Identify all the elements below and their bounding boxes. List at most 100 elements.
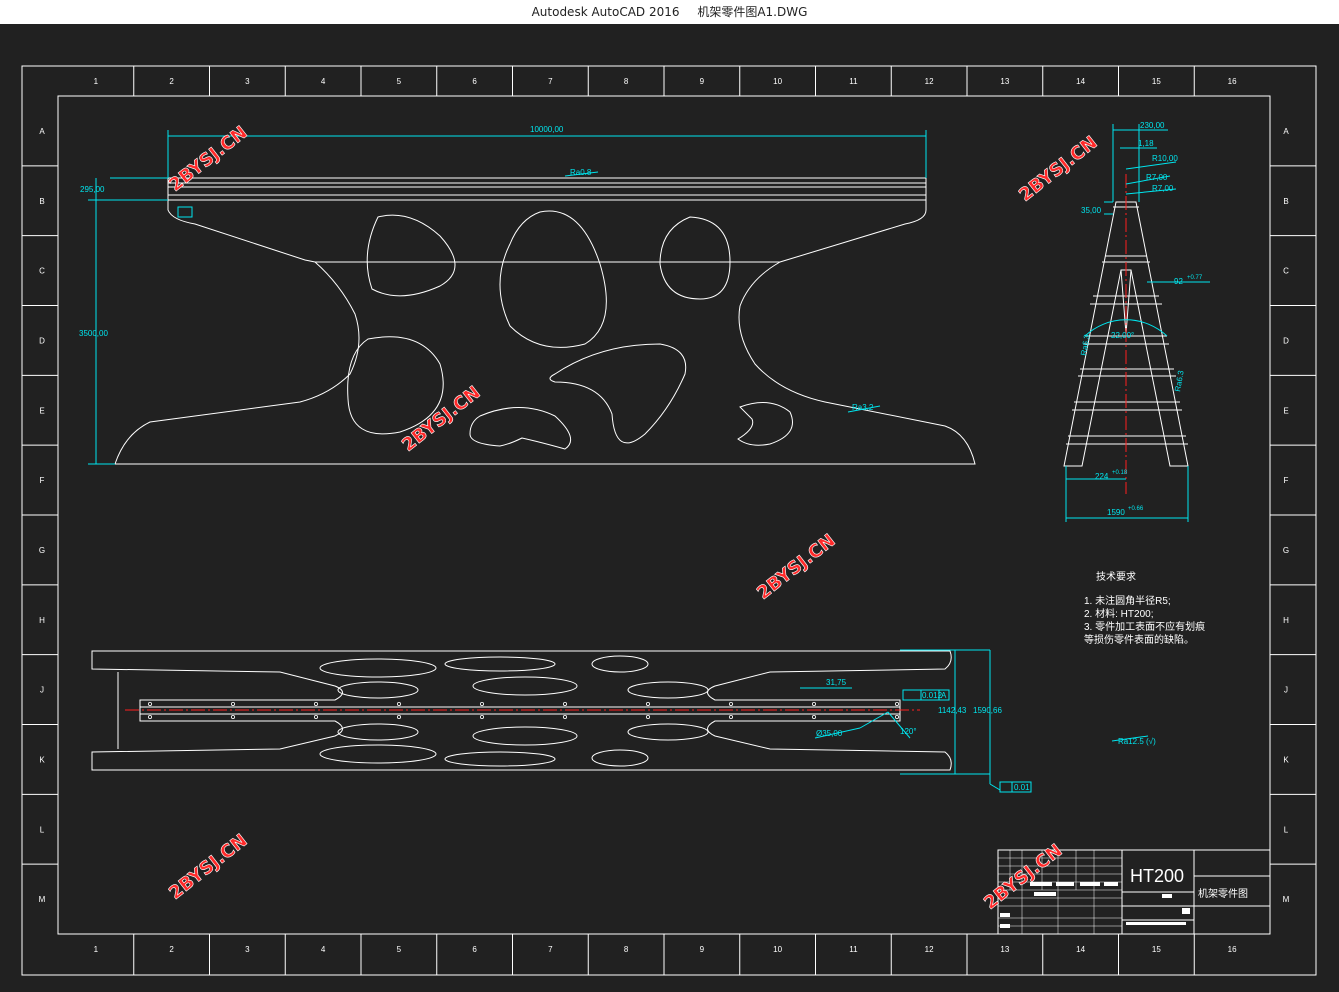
datum-letter-label: A (941, 691, 947, 700)
zone-col-bottom-15: 15 (1152, 945, 1161, 954)
side-view-labels: 230,00 1,18 R10,00 R7,00 R7,00 35,00 92 … (1081, 121, 1203, 517)
dim-1590-tol-label: +0.66 (1128, 506, 1144, 512)
rail-hole (729, 702, 734, 707)
top-view[interactable] (91, 650, 952, 771)
radius-r10-label: R10,00 (1152, 154, 1178, 163)
angle-120-label: 120° (900, 727, 917, 736)
zone-row-left-M: M (39, 895, 46, 904)
cutout-3 (659, 216, 731, 300)
zone-row-right-C: C (1283, 267, 1289, 276)
zone-col-bottom-7: 7 (548, 945, 553, 954)
zone-col-bottom-11: 11 (849, 945, 858, 954)
zone-row-right-L: L (1284, 825, 1289, 834)
tech-item-4: 等损伤零件表面的缺陷。 (1084, 633, 1194, 646)
zone-row-left-F: F (40, 476, 45, 485)
zone-col-bottom-6: 6 (472, 945, 477, 954)
top-cutout-6 (472, 676, 578, 696)
top-cutout-4 (319, 744, 437, 764)
tech-requirements-title: 技术要求 (1096, 570, 1136, 583)
zone-col-top-10: 10 (773, 77, 782, 86)
roughness-right-label: Ra6.3 (1173, 369, 1186, 392)
zone-col-bottom-5: 5 (397, 945, 402, 954)
width-1142-label: 1142,43 (938, 706, 967, 715)
zone-row-right-A: A (1283, 127, 1289, 136)
dim-22-label: 22,00° (1111, 331, 1134, 340)
top-view-outline (91, 650, 952, 771)
zone-col-bottom-12: 12 (925, 945, 934, 954)
top-width-label: 230,00 (1140, 121, 1165, 130)
title-block[interactable] (997, 849, 1271, 935)
zone-col-top-14: 14 (1076, 77, 1085, 86)
cutout-7 (737, 402, 793, 446)
zone-col-top-4: 4 (321, 77, 326, 86)
height-dim-label: 3500,00 (79, 329, 108, 338)
zone-row-right-F: F (1284, 476, 1289, 485)
file-name: 机架零件图A1.DWG (697, 5, 808, 19)
zone-col-top-7: 7 (548, 77, 553, 86)
side-inner-right (1125, 269, 1132, 335)
rail-hole (396, 702, 401, 707)
watermark-1: 2BYSJ.CN (165, 122, 251, 196)
cutout-5 (549, 343, 687, 444)
zone-col-top-6: 6 (472, 77, 477, 86)
zone-markers: 1122334455667788991010111112121313141415… (22, 66, 1316, 975)
top-cutout-12 (591, 749, 649, 767)
title-block-text: HT200 机架零件图 (1130, 866, 1248, 900)
zone-col-bottom-16: 16 (1228, 945, 1237, 954)
zone-col-top-11: 11 (849, 77, 858, 86)
zone-col-bottom-9: 9 (700, 945, 705, 954)
zone-row-left-G: G (39, 546, 45, 555)
zone-row-right-G: G (1283, 546, 1289, 555)
zone-col-bottom-13: 13 (1000, 945, 1009, 954)
top-cutout-8 (444, 751, 556, 767)
zone-row-right-B: B (1283, 197, 1288, 206)
watermark-6: 2BYSJ.CN (980, 840, 1066, 914)
top-cutout-10 (627, 681, 709, 699)
zone-row-right-E: E (1283, 406, 1288, 415)
zone-row-right-D: D (1283, 336, 1289, 345)
inner-border (57, 95, 1271, 935)
zone-col-bottom-1: 1 (94, 945, 99, 954)
rail-hole (396, 715, 401, 720)
app-name: Autodesk AutoCAD 2016 (531, 5, 680, 19)
zone-col-bottom-8: 8 (624, 945, 629, 954)
dim-224-tol-label: +0.18 (1112, 470, 1128, 476)
cad-drawing[interactable]: 1122334455667788991010111112121313141415… (0, 24, 1339, 992)
zone-row-left-L: L (40, 825, 45, 834)
top-cutout-7 (472, 726, 578, 746)
zone-row-right-K: K (1283, 755, 1289, 764)
zone-col-top-8: 8 (624, 77, 629, 86)
rail-hole (230, 702, 235, 707)
watermark-5: 2BYSJ.CN (165, 830, 251, 904)
material-label: HT200 (1130, 866, 1184, 886)
rail-hole (646, 702, 651, 707)
tech-requirements: 技术要求 1. 未注圆角半径R5; 2. 材料: HT200; 3. 零件加工表… (1084, 570, 1205, 646)
side-view[interactable] (1063, 201, 1189, 467)
rail-hole (230, 715, 235, 720)
side-view-dimensions (1065, 124, 1210, 522)
rail-hole (563, 715, 568, 720)
zone-col-top-13: 13 (1000, 77, 1009, 86)
title-block-frame (997, 849, 1271, 935)
rail-hole (895, 702, 900, 707)
rail-hole (729, 715, 734, 720)
dim-92-label: 92 (1174, 277, 1183, 286)
watermark-2: 2BYSJ.CN (1015, 132, 1101, 206)
cutout-1 (366, 214, 456, 297)
side-inner-left (1120, 269, 1127, 335)
dim-224-label: 224 (1095, 472, 1109, 481)
top-rail (167, 177, 927, 201)
rail-hole (563, 702, 568, 707)
top-cutout-11 (627, 723, 709, 741)
zone-row-left-H: H (39, 616, 45, 625)
zone-col-top-5: 5 (397, 77, 402, 86)
title-block-fills (1000, 882, 1190, 928)
rail-hole (646, 715, 651, 720)
rail-hole (479, 715, 484, 720)
front-view[interactable] (114, 177, 976, 465)
dim-1-18-label: 1,18 (1138, 139, 1154, 148)
watermark-4: 2BYSJ.CN (753, 530, 839, 604)
watermarks: 2BYSJ.CN 2BYSJ.CN 2BYSJ.CN 2BYSJ.CN 2BYSJ.CN… (165, 122, 1102, 914)
tech-item-1: 1. 未注圆角半径R5; (1084, 594, 1171, 607)
